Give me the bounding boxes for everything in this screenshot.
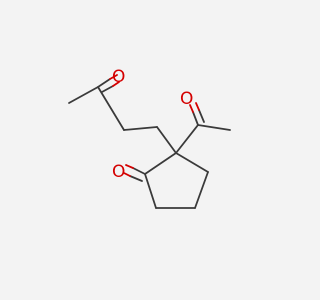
bond-c2-o1-b [101,85,114,93]
bond-acetyl-o2-b [198,109,205,123]
atom-o2: O [180,89,193,109]
bond-acetyl-o2-a [192,111,199,126]
bond-methyl-c2 [68,86,99,104]
bond-ring-c4-c5 [144,173,157,209]
bond-c3-c4 [123,126,158,131]
bond-ring-c5-o3-b-red [123,172,131,177]
bond-acetyl-o2-b-red [195,102,200,111]
atom-o3: O [112,162,125,182]
bond-ring-c5-o3-a-red [125,164,134,169]
bond-acetyl-o2-a-red [189,104,194,113]
bond-c2-o1-a [97,78,111,88]
atom-o1: O [112,67,125,87]
bond-ring-c5-cq [144,152,177,175]
bond-c4-cq [156,126,177,154]
bond-acetyl-methyl [197,124,231,131]
bond-c2-o1-a-red [109,74,118,80]
bond-ring-c5-o3-b [129,175,143,182]
bond-c2-o1-b-red [112,81,120,87]
bond-ring-c2-c3 [194,171,209,209]
bond-cq-acetyl [175,124,199,154]
bond-ring-cq-c2 [175,152,209,173]
bond-ring-c5-o3-a [132,167,146,175]
bond-c2-c3 [97,86,125,131]
molecule-diagram: O O O [68,67,231,209]
